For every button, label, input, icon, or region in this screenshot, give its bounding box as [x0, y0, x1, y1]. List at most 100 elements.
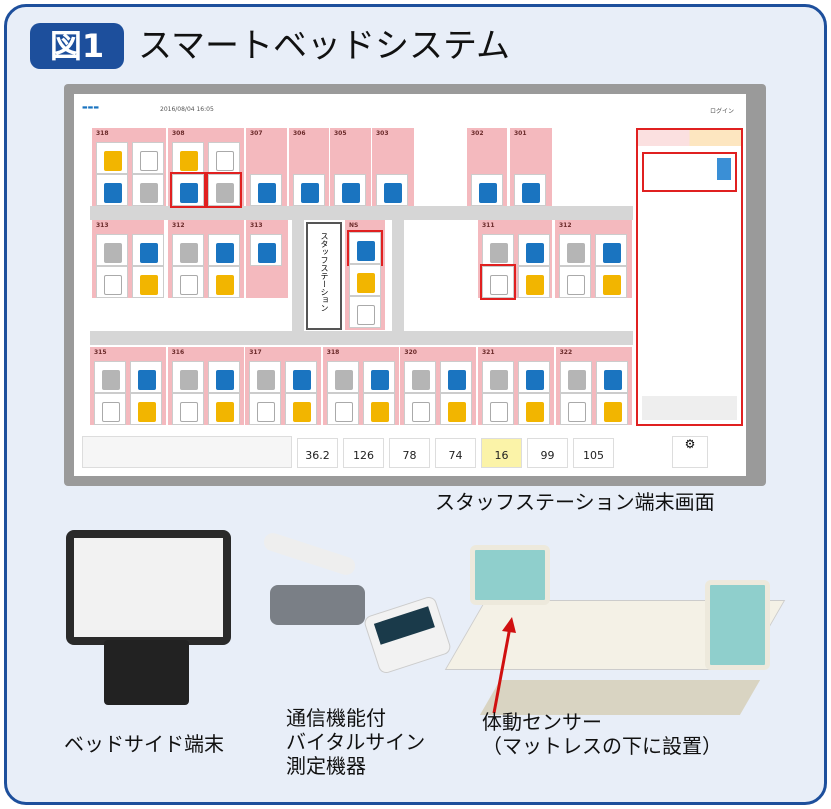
room[interactable]: 320	[400, 347, 477, 425]
bed-tile[interactable]	[250, 174, 282, 206]
bed-tile[interactable]	[595, 393, 628, 425]
bed-tile[interactable]	[404, 393, 437, 425]
room[interactable]: 312	[555, 220, 632, 298]
bed-status-icon	[293, 370, 312, 390]
room[interactable]: 318	[92, 128, 166, 206]
bed-tile[interactable]	[172, 234, 204, 266]
bed-tile[interactable]	[285, 361, 318, 393]
login-link[interactable]: ログイン	[710, 108, 735, 115]
bed-tile[interactable]	[94, 361, 126, 393]
bed-tile[interactable]	[471, 174, 503, 206]
bed-tile[interactable]	[96, 266, 128, 298]
room-number: 307	[250, 130, 263, 137]
bed-tile[interactable]	[285, 393, 318, 425]
bed-tile[interactable]	[518, 361, 550, 393]
alert-card[interactable]	[642, 152, 737, 192]
bed-tile[interactable]	[249, 393, 282, 425]
bed-tile[interactable]	[172, 266, 204, 298]
bed-tile[interactable]	[206, 172, 242, 208]
bed-tile[interactable]	[208, 234, 240, 266]
room[interactable]: NS	[345, 220, 385, 330]
bed-tile[interactable]	[482, 234, 514, 266]
alert-tabs[interactable]	[638, 130, 741, 146]
bed-tile[interactable]	[171, 361, 204, 393]
bed-tile[interactable]	[559, 361, 592, 393]
room[interactable]: 305	[330, 128, 371, 206]
bed-tile[interactable]	[326, 361, 359, 393]
bed-tile[interactable]	[130, 393, 162, 425]
room[interactable]: 301	[510, 128, 552, 206]
bed-tile[interactable]	[132, 142, 164, 174]
bed-tile[interactable]	[334, 174, 366, 206]
room[interactable]: 308	[168, 128, 244, 208]
room[interactable]: 302	[467, 128, 507, 206]
bed-tile[interactable]	[171, 393, 204, 425]
vital-value: 105	[573, 438, 614, 468]
room[interactable]: 321	[478, 347, 554, 425]
alert-panel-controls[interactable]	[642, 396, 737, 420]
bed-tile[interactable]	[518, 234, 550, 266]
bed-tile[interactable]	[595, 361, 628, 393]
bed-tile[interactable]	[207, 393, 240, 425]
bed-tile[interactable]	[94, 393, 126, 425]
bed-tile[interactable]	[170, 172, 206, 208]
bed-tile[interactable]	[208, 266, 240, 298]
bed-tile[interactable]	[362, 361, 395, 393]
settings-icon[interactable]: ⚙	[672, 436, 708, 468]
bed-tile[interactable]	[349, 264, 381, 296]
room[interactable]: 316	[167, 347, 244, 425]
bed-tile[interactable]	[518, 266, 550, 298]
bed-tile[interactable]	[514, 174, 546, 206]
bed-tile[interactable]	[132, 174, 164, 206]
bed-status-icon	[567, 243, 585, 263]
room[interactable]: 306	[289, 128, 329, 206]
room[interactable]: 311	[478, 220, 552, 300]
bed-tile[interactable]	[172, 142, 204, 174]
room[interactable]: 318	[322, 347, 399, 425]
bed-tile[interactable]	[96, 174, 128, 206]
bed-tile[interactable]	[349, 296, 381, 328]
bed-tile[interactable]	[595, 266, 627, 298]
bed-tile[interactable]	[208, 142, 240, 174]
room[interactable]: 303	[372, 128, 414, 206]
bed-tile[interactable]	[362, 393, 395, 425]
bed-tile[interactable]	[518, 393, 550, 425]
room-number: 316	[171, 349, 185, 356]
room[interactable]: 307	[246, 128, 287, 206]
bed-tile[interactable]	[96, 142, 128, 174]
bed-tile[interactable]	[130, 361, 162, 393]
bed-tile[interactable]	[347, 230, 383, 266]
room[interactable]: 322	[555, 347, 632, 425]
bed-tile[interactable]	[249, 361, 282, 393]
room[interactable]: 312	[168, 220, 244, 298]
room[interactable]: 313	[92, 220, 164, 298]
bed-tile[interactable]	[132, 266, 164, 298]
bed-tile[interactable]	[559, 266, 591, 298]
room-number: 312	[172, 222, 185, 229]
bed-tile[interactable]	[440, 393, 473, 425]
bed-tile[interactable]	[132, 234, 164, 266]
bed-tile[interactable]	[482, 361, 514, 393]
bed-status-icon	[104, 275, 122, 295]
room[interactable]: 315	[90, 347, 166, 425]
bed-tile[interactable]	[404, 361, 437, 393]
bed-status-icon	[603, 275, 621, 295]
bed-status-icon	[526, 402, 544, 422]
bed-tile[interactable]	[482, 393, 514, 425]
bed-tile[interactable]	[207, 361, 240, 393]
bed-tile[interactable]	[96, 234, 128, 266]
room[interactable]: 317	[245, 347, 322, 425]
alert-action-button[interactable]	[717, 158, 731, 180]
bed-tile[interactable]	[250, 234, 282, 266]
bed-tile[interactable]	[293, 174, 325, 206]
bed-tile[interactable]	[326, 393, 359, 425]
bed-tile[interactable]	[559, 234, 591, 266]
room-number: 318	[96, 130, 109, 137]
bed-tile[interactable]	[595, 234, 627, 266]
bed-tile[interactable]	[480, 264, 516, 300]
bed-tile[interactable]	[376, 174, 408, 206]
patient-summary	[82, 436, 292, 468]
room[interactable]: 313	[246, 220, 288, 298]
bed-tile[interactable]	[559, 393, 592, 425]
bed-tile[interactable]	[440, 361, 473, 393]
